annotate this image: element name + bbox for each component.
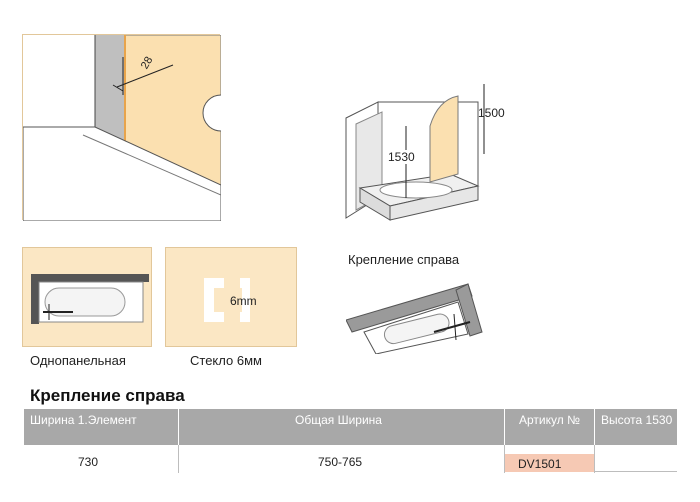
cell-total-width: 750-765 [318, 455, 363, 469]
detail-illustration: 28 [22, 34, 222, 222]
cell-article: DV1501 [518, 457, 562, 471]
col-header-element-width: Ширина 1.Элемент [30, 413, 137, 427]
section-title: Крепление справа [30, 386, 185, 405]
tile-glass-6mm: 6mm [165, 247, 297, 347]
single-panel-icon [31, 274, 149, 324]
col-header-height: Высота 1530 [594, 409, 677, 445]
mount-caption: Крепление справа [348, 252, 460, 267]
height-right-label: 1500 [478, 106, 505, 120]
col-separator [504, 445, 505, 473]
col-header-article: Артикул № [504, 409, 594, 445]
bath-3d-drawing [345, 84, 485, 221]
height-left-label: 1530 [388, 150, 415, 164]
tile-single-panel [22, 247, 152, 347]
detail-drawing [22, 34, 222, 222]
cell-article-bg [505, 454, 594, 472]
tile-single-panel-caption: Однопанельная [30, 353, 126, 368]
glass-profile-icon [204, 278, 250, 322]
glass-thickness-label: 6mm [230, 294, 257, 308]
plan-view-drawing [345, 283, 483, 355]
col-header-total-width: Общая Ширина [178, 409, 504, 445]
row-underline [595, 471, 677, 472]
tile-glass-6mm-caption: Стекло 6мм [190, 353, 262, 368]
col-separator [178, 445, 179, 473]
cell-element-width: 730 [78, 455, 99, 469]
bath-3d-illustration: 1500 1530 [338, 78, 520, 224]
col-separator [594, 445, 595, 473]
table-header: Ширина 1.Элемент Общая Ширина Артикул № … [24, 409, 677, 445]
plan-view-illustration [345, 276, 502, 355]
